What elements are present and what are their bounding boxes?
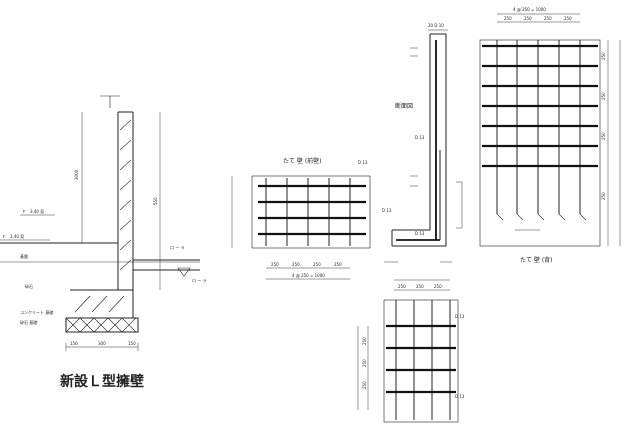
rw-rdim-4: 250 bbox=[601, 192, 606, 200]
label-6: 砕石 基礎 bbox=[20, 319, 37, 325]
bs-dim-1: 250 bbox=[398, 284, 406, 289]
dim-bottom-mid: 300 bbox=[98, 341, 106, 346]
bs-label-1: D 13 bbox=[455, 314, 465, 319]
fw-dim-2: 250 bbox=[292, 262, 300, 267]
bs-dim-2: 250 bbox=[416, 284, 424, 289]
rear-wall-grid: 4 @ 250 = 1000 250 250 250 250 bbox=[479, 7, 621, 264]
dim-bottom-left: 150 bbox=[70, 341, 78, 346]
label-1: Ｆ 3.40 見 bbox=[22, 208, 44, 214]
base-slab-grid: 250 250 250 D 13 D 13 250 250 250 bbox=[357, 279, 465, 423]
label-3: 基盤 bbox=[20, 253, 28, 259]
dim-total: 550 bbox=[153, 197, 158, 205]
marker-label: ロ ー ラ bbox=[170, 244, 185, 250]
label-2: Ｆ 3.40 見 bbox=[2, 233, 24, 239]
bs-label-2: D 13 bbox=[455, 394, 465, 399]
fw-dim-4: 250 bbox=[334, 262, 342, 267]
front-wall-heading: たて 壁 (前壁) bbox=[283, 157, 322, 165]
section-label-1: D 13 bbox=[415, 135, 425, 140]
drawing-title: 新設Ｌ型擁壁 bbox=[60, 373, 144, 390]
label-5: コンクリート 基礎 bbox=[20, 309, 53, 315]
label-4: 砕石 bbox=[25, 283, 33, 289]
front-wall-grid: たて 壁 (前壁) D 13 250 250 250 250 4 @ 250 =… bbox=[231, 157, 371, 280]
rw-rdim-2: 250 bbox=[601, 92, 606, 100]
bs-ldim-3: 250 bbox=[362, 381, 367, 389]
rw-dim-4: 250 bbox=[564, 16, 572, 21]
rw-dim-1: 250 bbox=[504, 16, 512, 21]
rw-rdim-1: 250 bbox=[601, 52, 606, 60]
bs-dim-3: 250 bbox=[434, 284, 442, 289]
section-heading: 断面図 bbox=[395, 102, 413, 110]
rw-dim-2: 250 bbox=[524, 16, 532, 21]
rear-wall-heading: たて 壁 (背) bbox=[520, 256, 553, 264]
bs-ldim-1: 250 bbox=[362, 337, 367, 345]
dim-bottom-right: 150 bbox=[128, 341, 136, 346]
rw-rdim-3: 250 bbox=[601, 132, 606, 140]
front-wall-note: D 13 bbox=[358, 160, 368, 165]
rw-dim-3: 250 bbox=[544, 16, 552, 21]
section-top-dim: 20 D 10 bbox=[428, 23, 444, 28]
left-wall-section: Ｆ 3.40 見 Ｆ 3.40 見 基盤 砕石 コンクリート 基礎 砕石 基礎 … bbox=[0, 95, 207, 390]
section-label-3: D 13 bbox=[415, 231, 425, 236]
bs-ldim-2: 250 bbox=[362, 359, 367, 367]
section-view: 断面図 20 D 10 D 13 D 13 D 13 bbox=[382, 23, 463, 263]
fw-dim-1: 250 bbox=[271, 262, 279, 267]
fw-dim-3: 250 bbox=[313, 262, 321, 267]
fw-total: 4 @ 250 = 1000 bbox=[292, 273, 325, 278]
svg-text:ロ ー ラ: ロ ー ラ bbox=[192, 277, 207, 283]
dim-height: 3000 bbox=[74, 169, 79, 180]
section-label-2: D 13 bbox=[382, 208, 392, 213]
rw-total: 4 @ 250 = 1000 bbox=[513, 7, 546, 12]
